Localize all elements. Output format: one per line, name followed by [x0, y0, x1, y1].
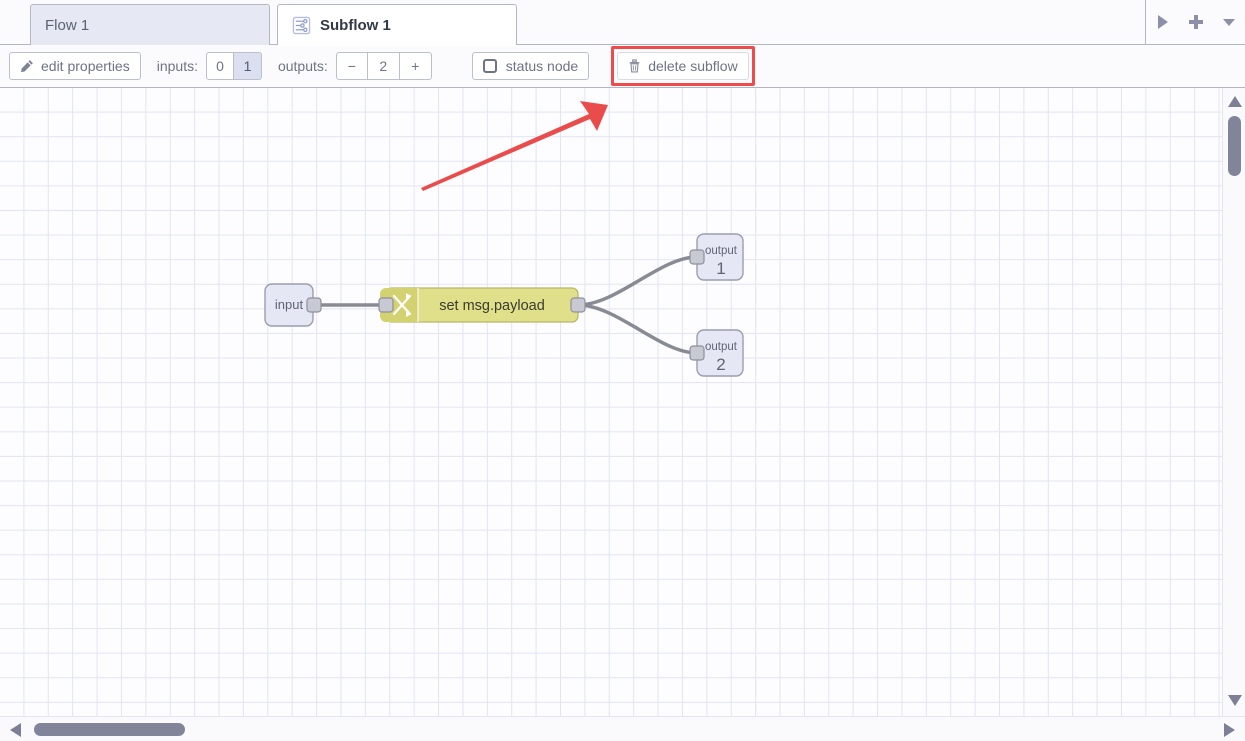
- node-subflow-output-1[interactable]: output 1: [689, 233, 744, 281]
- inputs-option-0[interactable]: 0: [205, 52, 234, 80]
- status-node-label: status node: [505, 58, 579, 74]
- node-input-label: input: [275, 297, 304, 312]
- vertical-scrollbar[interactable]: [1222, 88, 1245, 716]
- edit-properties-button[interactable]: edit properties: [9, 52, 141, 80]
- node-output2-number: 2: [716, 355, 725, 374]
- triangle-right-icon[interactable]: [1224, 723, 1235, 737]
- triangle-down-icon[interactable]: [1228, 695, 1242, 706]
- chevron-down-icon[interactable]: [1218, 11, 1240, 33]
- subflow-icon: [292, 16, 311, 34]
- wires: [313, 255, 698, 355]
- shuffle-icon: [392, 293, 412, 317]
- play-icon[interactable]: [1152, 11, 1174, 33]
- port-output[interactable]: [570, 297, 586, 313]
- tab-label: Subflow 1: [320, 16, 391, 34]
- node-change[interactable]: set msg.payload: [378, 287, 586, 323]
- tab-flow-1[interactable]: Flow 1: [30, 4, 270, 45]
- wire-change-to-output2[interactable]: [577, 303, 698, 355]
- annotation-arrow: [421, 101, 608, 191]
- horizontal-scroll-thumb[interactable]: [34, 723, 185, 736]
- node-change-label: set msg.payload: [439, 298, 545, 314]
- flow-canvas[interactable]: input set msg.payload output 1: [0, 88, 1222, 716]
- node-subflow-input[interactable]: input: [264, 283, 322, 327]
- horizontal-scrollbar[interactable]: [0, 716, 1245, 741]
- edit-properties-label: edit properties: [41, 58, 130, 74]
- node-output2-label: output: [705, 341, 738, 353]
- outputs-decrement-button[interactable]: −: [335, 52, 368, 80]
- status-node-toggle[interactable]: status node: [471, 52, 590, 80]
- tabs-area: Flow 1 Subflow 1: [0, 0, 1145, 46]
- triangle-up-icon[interactable]: [1228, 96, 1242, 107]
- node-subflow-output-2[interactable]: output 2: [689, 329, 744, 377]
- vertical-scroll-thumb[interactable]: [1228, 116, 1241, 176]
- inputs-stepper: 0 1: [205, 52, 262, 80]
- canvas-graph: input set msg.payload output 1: [264, 101, 744, 377]
- outputs-stepper: − 2 +: [335, 52, 432, 80]
- port-input[interactable]: [378, 297, 394, 313]
- wire-change-to-output1[interactable]: [577, 255, 698, 307]
- port-input[interactable]: [689, 249, 705, 265]
- trash-icon: [629, 59, 640, 73]
- node-output1-label: output: [705, 245, 738, 257]
- plus-icon[interactable]: [1185, 11, 1207, 33]
- port-output[interactable]: [306, 297, 322, 313]
- outputs-value: 2: [367, 52, 400, 80]
- outputs-label: outputs:: [277, 58, 328, 74]
- delete-subflow-label: delete subflow: [648, 58, 738, 74]
- tab-subflow-1[interactable]: Subflow 1: [277, 4, 517, 46]
- outputs-increment-button[interactable]: +: [399, 52, 432, 80]
- port-input[interactable]: [689, 345, 705, 361]
- tab-tools: [1145, 0, 1245, 45]
- triangle-left-icon[interactable]: [10, 723, 21, 737]
- subflow-toolbar: edit properties inputs: 0 1 outputs: − 2…: [0, 45, 1245, 88]
- delete-subflow-button[interactable]: delete subflow: [617, 52, 749, 80]
- delete-subflow-highlight: delete subflow: [611, 46, 755, 86]
- inputs-label: inputs:: [156, 58, 198, 74]
- pencil-icon: [21, 60, 33, 73]
- tab-label: Flow 1: [45, 16, 90, 34]
- status-node-checkbox[interactable]: [482, 59, 497, 73]
- node-output1-number: 1: [716, 259, 725, 278]
- inputs-option-1[interactable]: 1: [233, 52, 262, 80]
- tab-bar: Flow 1 Subflow 1: [0, 0, 1245, 46]
